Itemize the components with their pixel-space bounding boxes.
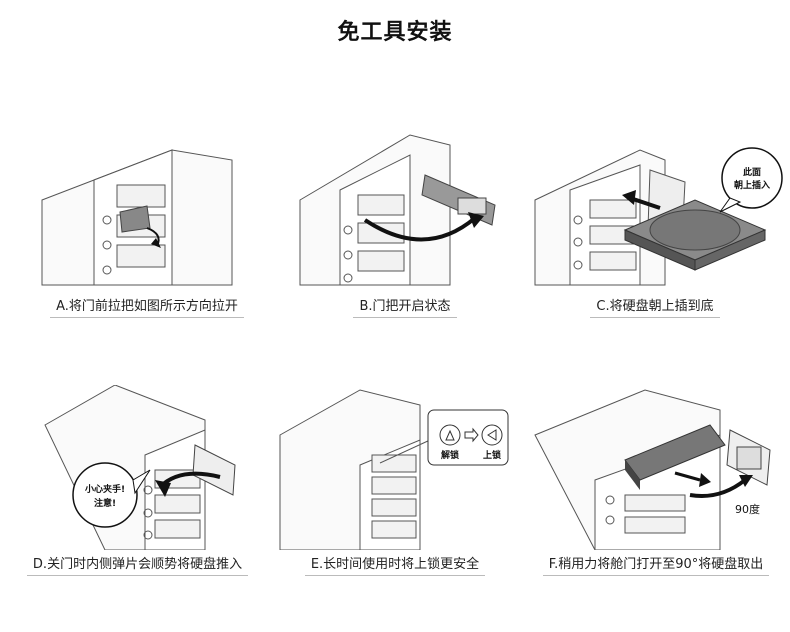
warning-line1: 小心夹手! bbox=[84, 483, 125, 495]
swing-arrow bbox=[363, 216, 477, 242]
step-d-panel: 小心夹手! 注意! D.关门时内侧弹片会顺势将硬盘推入 bbox=[5, 385, 275, 585]
balloon-line1: 此面 bbox=[743, 166, 761, 178]
balloon-line2: 朝上插入 bbox=[734, 179, 770, 191]
warning-balloon bbox=[72, 462, 138, 528]
step-b-panel: B.门把开启状态 bbox=[280, 120, 530, 320]
step-d-illustration: 小心夹手! 注意! bbox=[44, 385, 236, 550]
step-b-caption: B.门把开启状态 bbox=[353, 295, 457, 318]
lock-icon bbox=[481, 424, 503, 446]
step-c-illustration: 此面 朝上插入 bbox=[534, 147, 783, 286]
note-balloon bbox=[721, 147, 783, 209]
step-f-illustration: 90度 bbox=[534, 389, 771, 550]
step-f-caption: F.稍用力将舱门打开至90°将硬盘取出 bbox=[542, 553, 770, 576]
lock-label: 上锁 bbox=[483, 449, 501, 461]
unlock-label: 解锁 bbox=[441, 449, 459, 461]
step-e-panel: 解锁 上锁 E.长时间使用时将上锁更安全 bbox=[270, 385, 525, 585]
step-a-panel: A.将门前拉把如图所示方向拉开 bbox=[22, 120, 272, 320]
step-f-panel: 90度 F.稍用力将舱门打开至90°将硬盘取出 bbox=[525, 385, 787, 585]
unlock-icon bbox=[439, 424, 461, 446]
insert-arrow bbox=[629, 196, 661, 210]
step-d-caption: D.关门时内侧弹片会顺势将硬盘推入 bbox=[26, 553, 249, 576]
page-title: 免工具安装 bbox=[337, 20, 453, 45]
step-a-caption: A.将门前拉把如图所示方向拉开 bbox=[50, 295, 244, 318]
warning-line2: 注意! bbox=[94, 497, 116, 509]
pull-out-arrow bbox=[674, 471, 701, 482]
step-c-caption: C.将硬盘朝上插到底 bbox=[590, 295, 720, 318]
door-handle-shape bbox=[119, 205, 151, 233]
rotate-arrow bbox=[689, 478, 747, 498]
step-b-illustration bbox=[299, 134, 496, 286]
step-c-panel: 此面 朝上插入 C.将硬盘朝上插到底 bbox=[530, 120, 783, 320]
step-a-illustration bbox=[41, 149, 233, 286]
angle-label: 90度 bbox=[735, 502, 760, 516]
step-e-caption: E.长时间使用时将上锁更安全 bbox=[304, 553, 486, 576]
step-e-illustration: 解锁 上锁 bbox=[279, 389, 509, 550]
